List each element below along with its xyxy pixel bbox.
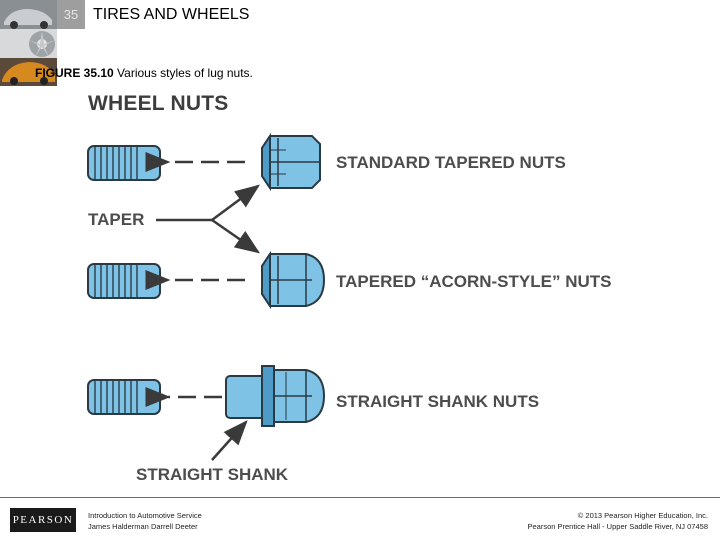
footer-publisher-line: Pearson Prentice Hall - Upper Saddle Riv…	[527, 522, 708, 531]
acorn-style-nut	[261, 250, 326, 310]
chapter-thumbnails	[0, 0, 57, 86]
label-acorn-style-nuts: TAPERED “ACORN-STYLE” NUTS	[336, 272, 612, 291]
figure-caption: FIGURE 35.10 Various styles of lug nuts.	[35, 66, 253, 80]
footer-copyright-line: © 2013 Pearson Higher Education, Inc.	[577, 511, 708, 520]
figure-caption-text: Various styles of lug nuts.	[117, 66, 253, 80]
pearson-logo: PEARSON	[10, 508, 76, 532]
wheel-stud-2	[87, 263, 161, 299]
footer-copyright: © 2013 Pearson Higher Education, Inc. Pe…	[527, 510, 708, 532]
label-straight-shank-nuts: STRAIGHT SHANK NUTS	[336, 392, 540, 411]
figure-number: FIGURE 35.10	[35, 66, 114, 80]
figure-title: WHEEL NUTS	[88, 92, 229, 115]
wheel-stud-3	[87, 379, 161, 415]
straight-shank-nut	[225, 365, 326, 427]
footer-authors: James Halderman Darrell Deeter	[88, 522, 198, 531]
taper-arrow-up	[211, 184, 261, 222]
taper-arrow-down	[211, 218, 261, 254]
label-taper: TAPER	[88, 210, 145, 229]
standard-tapered-nut	[261, 132, 321, 192]
chapter-number-box: 35	[57, 0, 85, 29]
label-standard-tapered-nuts: STANDARD TAPERED NUTS	[336, 153, 566, 172]
footer-book-info: Introduction to Automotive Service James…	[88, 510, 202, 532]
straight-shank-arrow	[211, 420, 248, 461]
wheel-stud-1	[87, 145, 161, 181]
thumbnail-car-images	[0, 0, 57, 86]
chapter-title: TIRES AND WHEELS	[93, 6, 250, 23]
footer-divider	[0, 497, 720, 498]
label-straight-shank: STRAIGHT SHANK	[136, 465, 289, 484]
footer-book-title: Introduction to Automotive Service	[88, 511, 202, 520]
